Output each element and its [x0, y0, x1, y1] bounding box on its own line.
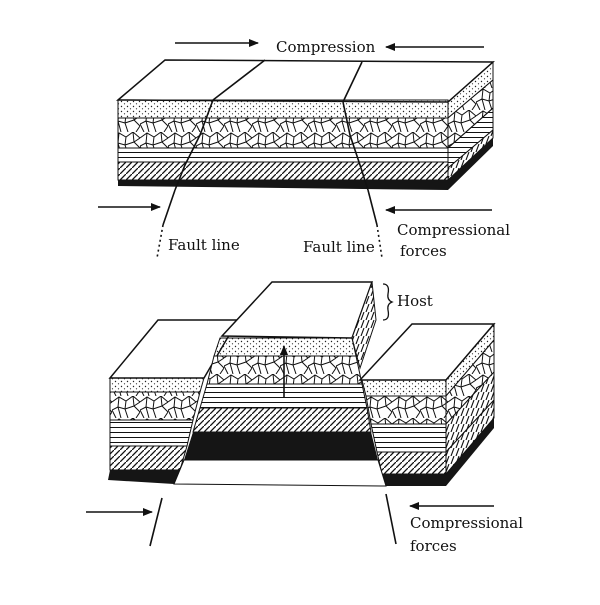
- fault-line-right-label: Fault line: [303, 238, 375, 256]
- host-label: Host: [397, 292, 433, 310]
- fault-line-right-dotted: [376, 224, 383, 259]
- right-block-side-dark: [446, 418, 494, 486]
- host-brace: [382, 283, 394, 321]
- right-block-dotted: [361, 379, 447, 397]
- top-block: [115, 59, 495, 191]
- left-block-dark: [108, 470, 180, 484]
- center-horst-block: [184, 281, 378, 460]
- horst-hatched: [192, 407, 372, 433]
- right-block-lined: [370, 423, 447, 453]
- horst-dark: [184, 432, 378, 460]
- bottom-fault-right-marker: [385, 493, 397, 545]
- horst-base-gap: [173, 459, 387, 487]
- top-block-rock-layer: [117, 117, 449, 149]
- right-block-hatched: [376, 451, 447, 475]
- fault-line-left-marker: [162, 189, 176, 226]
- top-block-side-dark: [448, 138, 493, 190]
- horst-dotted: [213, 337, 357, 357]
- top-block-dotted-layer: [117, 99, 449, 119]
- compressional-forces-bottom-label-2: forces: [410, 537, 457, 555]
- fault-line-left-label: Fault line: [168, 236, 240, 254]
- right-block-rock: [365, 395, 447, 425]
- bottom-left-block: [108, 319, 240, 484]
- top-block-hatched-layer: [117, 161, 449, 181]
- top-fault-right: [342, 61, 369, 191]
- bottom-right-block: [358, 322, 496, 486]
- right-block-dark: [382, 474, 446, 486]
- left-block-lined: [109, 419, 194, 447]
- left-block-hatched: [109, 445, 188, 471]
- left-block-dotted: [109, 377, 205, 393]
- top-block-lined-layer: [117, 147, 449, 163]
- compressional-forces-top-label-2: forces: [400, 242, 447, 260]
- horst-top-face: [220, 281, 374, 339]
- fault-line-left-dotted: [156, 224, 164, 259]
- compression-label: Compression: [276, 38, 376, 56]
- bottom-fault-left-marker: [149, 497, 163, 547]
- top-block-dark-layer: [118, 180, 448, 190]
- left-block-rock: [109, 391, 201, 421]
- compressional-forces-bottom-label-1: Compressional: [410, 514, 523, 532]
- top-block-top-face: [115, 59, 495, 103]
- compressional-forces-top-label-1: Compressional: [397, 221, 510, 239]
- right-block-side-hatched: [445, 398, 495, 476]
- fault-line-right-marker: [367, 189, 378, 226]
- horst-side: [351, 281, 377, 370]
- top-fault-left: [174, 59, 266, 191]
